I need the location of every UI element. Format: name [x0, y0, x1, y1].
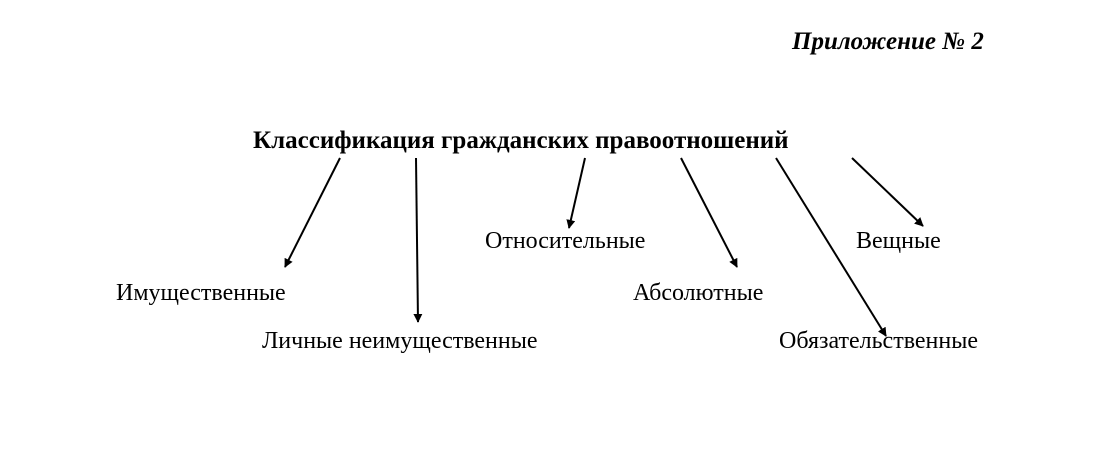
arrow-to-real: [851, 157, 924, 227]
arrow-to-absolute: [680, 157, 738, 268]
node-personal-non-property: Личные неимущественные: [262, 328, 538, 354]
node-real: Вещные: [856, 228, 941, 254]
node-relative: Относительные: [485, 228, 646, 254]
diagram-title: Классификация гражданских правоотношений: [253, 127, 789, 154]
node-obligatory: Обязательственные: [779, 328, 979, 354]
arrow-to-obligatory: [775, 157, 887, 337]
appendix-label: Приложение № 2: [792, 28, 984, 55]
node-absolute: Абсолютные: [633, 280, 764, 306]
arrow-to-personal-non-property: [413, 157, 423, 323]
arrow-to-property: [284, 157, 341, 268]
arrow-to-relative: [566, 157, 586, 229]
node-property: Имущественные: [116, 280, 286, 306]
